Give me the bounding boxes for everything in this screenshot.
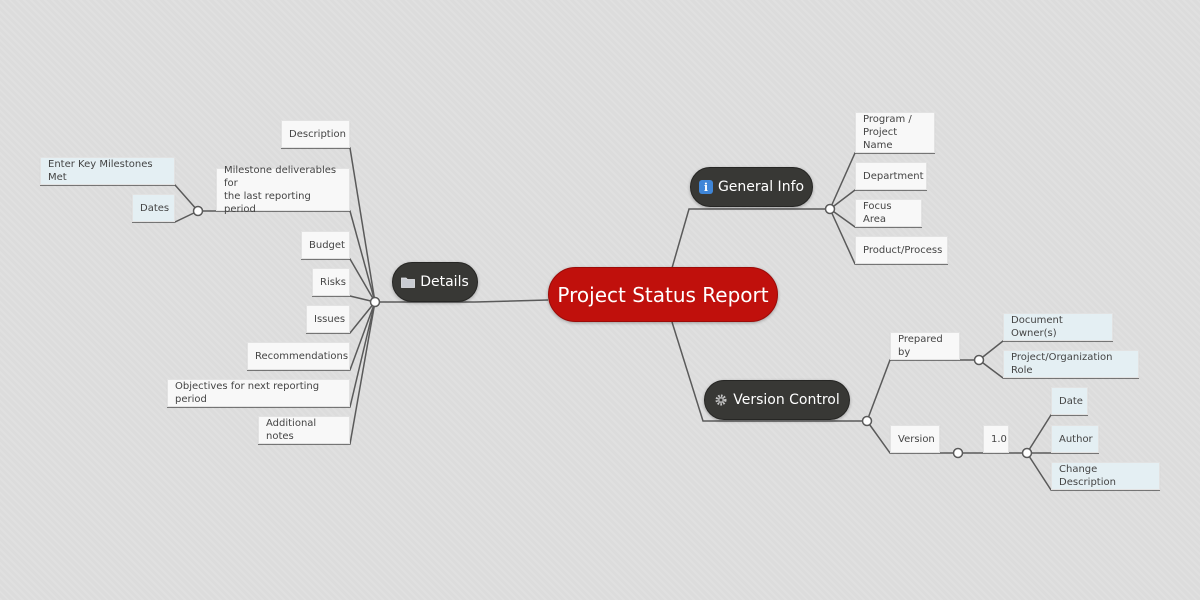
connector-root-details bbox=[375, 299, 549, 303]
collapse-toggle-details bbox=[369, 296, 381, 308]
node-label: Milestone deliverables for the last repo… bbox=[224, 164, 337, 215]
node-recommendations[interactable]: Recommendations bbox=[247, 342, 350, 370]
connector-issues bbox=[306, 301, 376, 334]
collapse-toggle-version-value bbox=[1021, 447, 1033, 459]
node-objectives[interactable]: Objectives for next reporting period bbox=[167, 379, 350, 407]
connector-risks bbox=[312, 295, 376, 303]
branch-details[interactable]: Details bbox=[392, 262, 478, 302]
root-topic[interactable]: Project Status Report bbox=[548, 267, 778, 322]
node-issues[interactable]: Issues bbox=[306, 305, 350, 333]
node-label: 1.0 bbox=[991, 433, 1007, 445]
node-label: Author bbox=[1059, 433, 1093, 445]
connector-change-description bbox=[1026, 452, 1160, 491]
node-change-description[interactable]: Change Description bbox=[1051, 462, 1160, 490]
node-label: Description bbox=[289, 128, 346, 140]
node-label: Date bbox=[1059, 395, 1083, 407]
connector-program bbox=[829, 152, 935, 210]
connector-objectives bbox=[167, 301, 376, 408]
branch-version-control[interactable]: Version Control bbox=[704, 380, 850, 420]
node-label: Project/Organization Role bbox=[1011, 352, 1113, 376]
node-date[interactable]: Date bbox=[1051, 387, 1088, 415]
node-label: Objectives for next reporting period bbox=[175, 381, 320, 405]
node-enter-key-milestones[interactable]: Enter Key Milestones Met bbox=[40, 157, 175, 185]
connector-notes bbox=[258, 301, 376, 445]
connector-prepared-by bbox=[866, 359, 979, 422]
collapse-toggle-version-control bbox=[861, 415, 873, 427]
node-label: Budget bbox=[309, 239, 345, 251]
node-product-process[interactable]: Product/Process bbox=[855, 236, 948, 264]
connector-date bbox=[1026, 414, 1088, 454]
node-label: Change Description bbox=[1059, 464, 1116, 488]
folder-icon bbox=[401, 276, 416, 288]
connector-milestone bbox=[200, 210, 376, 303]
connector-key-milestones bbox=[40, 184, 199, 212]
branch-version-control-label: Version Control bbox=[733, 392, 840, 408]
branch-general-info-label: General Info bbox=[717, 179, 805, 195]
node-additional-notes[interactable]: Additional notes bbox=[258, 416, 350, 444]
connector-product bbox=[829, 208, 948, 265]
node-label: Prepared by bbox=[898, 334, 943, 358]
node-version-value[interactable]: 1.0 bbox=[983, 425, 1009, 453]
node-label: Dates bbox=[140, 202, 170, 214]
node-focus-area[interactable]: Focus Area bbox=[855, 199, 922, 227]
connector-department bbox=[829, 189, 927, 210]
connector-version bbox=[866, 420, 1027, 454]
connector-focus-area bbox=[829, 208, 922, 228]
connector-dates bbox=[132, 210, 199, 223]
node-description[interactable]: Description bbox=[281, 120, 350, 148]
node-label: Issues bbox=[314, 313, 346, 325]
node-prepared-by[interactable]: Prepared by bbox=[890, 332, 960, 360]
node-label: Recommendations bbox=[255, 350, 349, 362]
connector-recommendations bbox=[247, 301, 376, 371]
branch-details-label: Details bbox=[420, 274, 469, 290]
node-version[interactable]: Version bbox=[890, 425, 940, 453]
info-icon: i bbox=[698, 180, 713, 194]
gear-icon bbox=[714, 393, 728, 407]
node-label: Version bbox=[898, 433, 935, 445]
connector-description bbox=[281, 147, 376, 303]
node-budget[interactable]: Budget bbox=[301, 231, 350, 259]
connector-role bbox=[978, 359, 1139, 379]
collapse-toggle-prepared-by bbox=[973, 354, 985, 366]
node-label: Product/Process bbox=[863, 244, 943, 256]
node-dates[interactable]: Dates bbox=[132, 194, 175, 222]
node-label: Program / Project Name bbox=[863, 114, 912, 151]
collapse-toggle-milestone bbox=[192, 205, 204, 217]
node-label: Additional notes bbox=[266, 418, 317, 442]
node-author[interactable]: Author bbox=[1051, 425, 1099, 453]
node-label: Focus Area bbox=[863, 201, 892, 225]
connector-root-general-info bbox=[671, 208, 830, 269]
node-program-project-name[interactable]: Program / Project Name bbox=[855, 112, 935, 153]
root-topic-label: Project Status Report bbox=[557, 282, 769, 307]
connector-document-owner bbox=[978, 340, 1113, 361]
node-label: Document Owner(s) bbox=[1011, 315, 1063, 339]
node-department[interactable]: Department bbox=[855, 162, 927, 190]
node-document-owners[interactable]: Document Owner(s) bbox=[1003, 313, 1113, 341]
node-milestone-deliverables[interactable]: Milestone deliverables for the last repo… bbox=[216, 165, 350, 215]
node-label: Department bbox=[863, 170, 924, 182]
node-label: Enter Key Milestones Met bbox=[48, 159, 153, 183]
node-risks[interactable]: Risks bbox=[312, 268, 350, 296]
collapse-toggle-general-info bbox=[824, 203, 836, 215]
collapse-toggle-version bbox=[952, 447, 964, 459]
node-organization-role[interactable]: Project/Organization Role bbox=[1003, 350, 1139, 378]
branch-general-info[interactable]: i General Info bbox=[690, 167, 813, 207]
connector-root-version-control bbox=[671, 321, 867, 422]
connector-budget bbox=[301, 258, 376, 303]
node-label: Risks bbox=[320, 276, 346, 288]
